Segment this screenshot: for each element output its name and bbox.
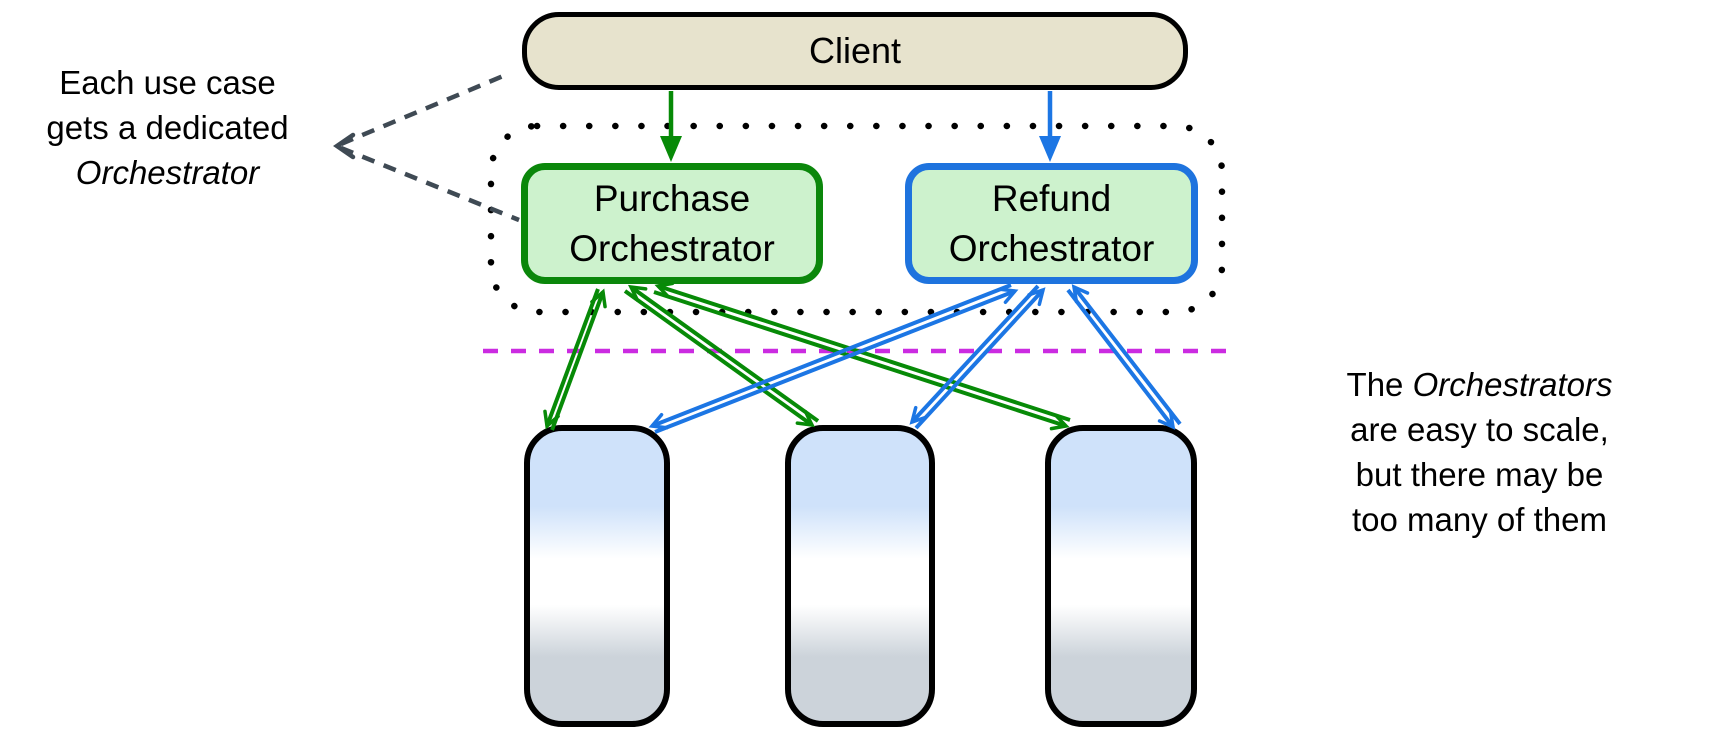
worker-node-2 <box>785 425 935 727</box>
client-to-purchase-arrow <box>660 91 682 162</box>
client-node: Client <box>522 12 1188 90</box>
client-label: Client <box>808 30 902 71</box>
right-note-line-3: but there may be <box>1355 456 1604 493</box>
left-note-line-2: gets a dedicated <box>46 109 289 146</box>
purchase-worker-link-1 <box>543 288 607 431</box>
purchase-worker-link-2 <box>623 284 820 428</box>
left-note-line-1: Each use case <box>59 64 276 101</box>
right-note-prefix: The <box>1346 366 1404 403</box>
refund-orchestrator-label-line1: Refund <box>991 177 1112 219</box>
left-note: Each use case gets a dedicated Orchestra… <box>0 60 335 195</box>
purchase-orchestrator-label-line2: Orchestrator <box>569 227 775 269</box>
worker-node-3 <box>1045 425 1197 727</box>
right-note-line-2: are easy to scale, <box>1350 411 1609 448</box>
left-note-line-3-italic: Orchestrator <box>75 154 260 191</box>
client-to-refund-arrow <box>1039 91 1061 162</box>
refund-worker-link-1 <box>648 283 1019 434</box>
worker-node-1 <box>524 425 670 727</box>
refund-worker-link-3 <box>1066 284 1182 430</box>
right-note: The Orchestrators are easy to scale, but… <box>1240 362 1719 542</box>
right-note-italic: Orchestrators <box>1412 366 1613 403</box>
purchase-worker-link-3 <box>653 281 1071 431</box>
left-note-pointer-arrowhead <box>333 132 356 160</box>
refund-worker-link-2 <box>909 284 1046 430</box>
refund-orchestrator-label-line2: Orchestrator <box>948 227 1155 269</box>
purchase-orchestrator-label-line1: Purchase <box>593 177 751 219</box>
refund-orchestrator-node: Refund Orchestrator <box>905 163 1198 284</box>
purchase-orchestrator-node: Purchase Orchestrator <box>521 163 823 284</box>
right-note-line-4: too many of them <box>1352 501 1607 538</box>
left-note-pointer-dashes <box>333 71 520 223</box>
right-note-line-1: The Orchestrators <box>1240 362 1719 407</box>
